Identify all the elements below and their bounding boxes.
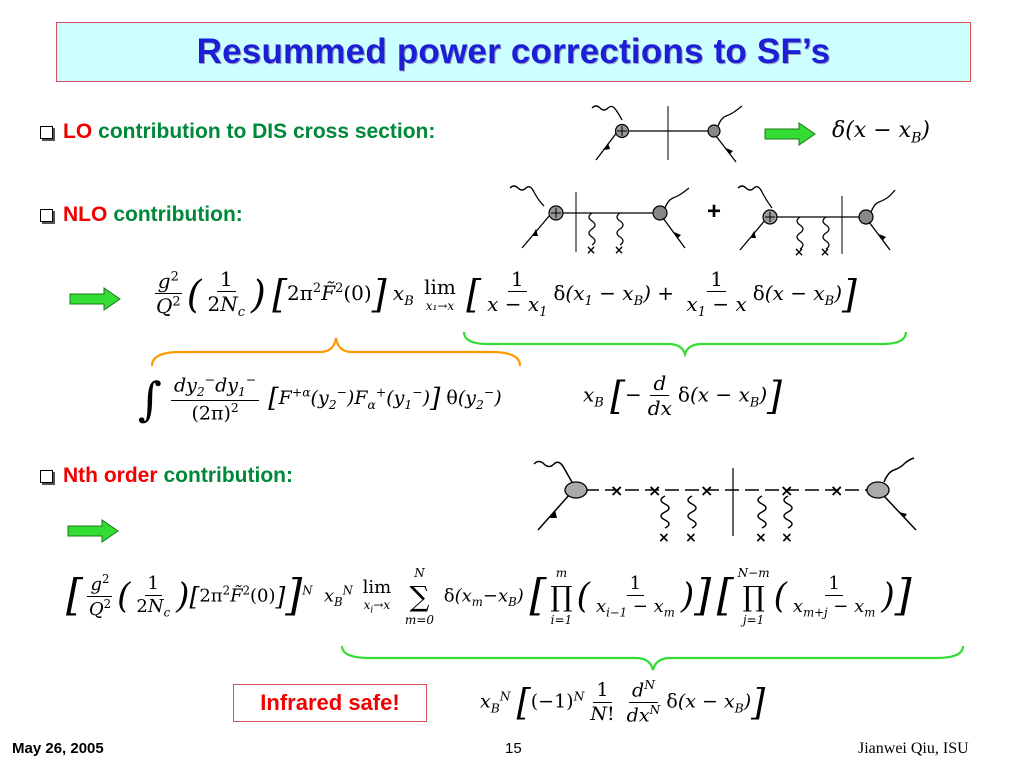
- footer-date: May 26, 2005: [12, 740, 104, 757]
- checkbox-bullet-icon: [40, 208, 53, 222]
- orange-brace: [150, 337, 522, 367]
- svg-text:×: ×: [781, 530, 793, 546]
- nlo-feynman-diagram-1: × ×: [509, 185, 690, 257]
- bullet-lo-text: contribution to DIS cross section:: [98, 120, 436, 143]
- nlo-feynman-diagram-2: × ×: [737, 185, 896, 259]
- svg-text:×: ×: [794, 245, 804, 259]
- footer-author: Jianwei Qiu, ISU: [858, 740, 969, 757]
- svg-text:×: ×: [755, 530, 767, 546]
- integral-formula: ∫ dy2−dy1−(2π)2 [F+α(y2−)Fα+(y1−)] θ(y2−…: [138, 372, 502, 426]
- green-brace-nth: [340, 645, 965, 671]
- nlo-arrow-icon: [69, 287, 121, 311]
- bullet-nlo-text: contribution:: [113, 203, 243, 226]
- svg-text:×: ×: [780, 481, 793, 500]
- bullet-nth-order: Nth order: [63, 464, 158, 487]
- svg-text:×: ×: [658, 530, 670, 546]
- bullet-nlo-order: NLO: [63, 203, 108, 226]
- svg-text:×: ×: [586, 243, 596, 257]
- checkbox-bullet-icon: [40, 469, 53, 483]
- lo-result: δ(x − xB): [832, 118, 930, 147]
- slide-title: Resummed power corrections to SF’s: [196, 32, 831, 71]
- svg-text:×: ×: [820, 245, 830, 259]
- nth-arrow-icon: [67, 519, 119, 543]
- svg-text:×: ×: [610, 481, 623, 500]
- infrared-safe-box: Infrared safe!: [233, 684, 427, 722]
- nth-feynman-diagram: × × × × × × × × ×: [533, 457, 917, 546]
- infrared-safe-label: Infrared safe!: [260, 690, 400, 715]
- bullet-nlo: NLO contribution:: [40, 203, 243, 227]
- lo-arrow-icon: [764, 122, 816, 146]
- svg-text:×: ×: [685, 530, 697, 546]
- bullet-lo-order: LO: [63, 120, 93, 143]
- svg-text:×: ×: [830, 481, 843, 500]
- bullet-lo: LO contribution to DIS cross section:: [40, 120, 435, 144]
- bullet-nth-text: contribution:: [163, 464, 293, 487]
- lo-feynman-diagram: [591, 105, 743, 163]
- bullet-nth: Nth order contribution:: [40, 464, 293, 488]
- plus-sign: +: [707, 198, 722, 225]
- green-brace-nlo: [462, 331, 908, 358]
- footer-page-number: 15: [505, 740, 522, 757]
- svg-text:×: ×: [700, 481, 713, 500]
- checkbox-bullet-icon: [40, 125, 53, 139]
- svg-text:×: ×: [648, 481, 661, 500]
- title-box: Resummed power corrections to SF’s: [56, 22, 971, 82]
- svg-text:×: ×: [614, 243, 624, 257]
